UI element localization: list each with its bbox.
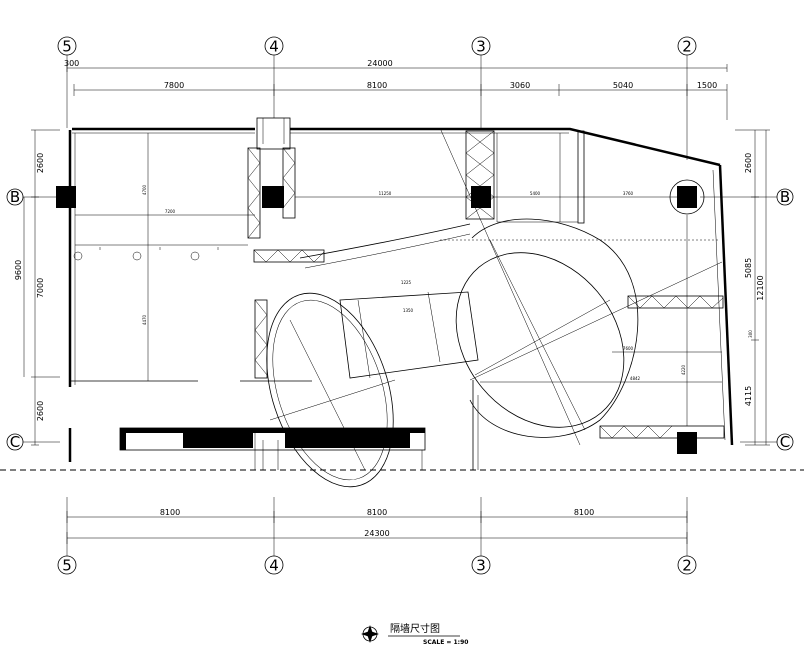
axis-bubble-left-B: B	[6, 188, 24, 206]
axis-label: 3	[476, 38, 486, 56]
dim-top-seg: 5040	[613, 81, 633, 90]
structural-columns	[56, 179, 705, 454]
oval-pedestal-right	[440, 218, 720, 438]
interior-dim: 11250	[379, 191, 392, 196]
axis-label: C	[10, 433, 20, 451]
dim-right-total: 12100	[756, 275, 765, 300]
axis-label: B	[10, 188, 20, 206]
dim-top-seg: 7800	[164, 81, 184, 90]
axis-label: B	[780, 188, 790, 206]
axis-bubble-bottom-2: 2	[677, 555, 697, 575]
left-dimension-total: 9600	[14, 197, 25, 377]
dim-top-seg: 1500	[697, 81, 717, 90]
top-dimension-segments: 7800 8100 3060 5040 1500	[73, 81, 728, 120]
axis-label: 4	[269, 38, 279, 56]
interior-dim: 7600	[623, 346, 634, 351]
axis-bubble-top-5: 5	[57, 36, 77, 56]
interior-dim: 4470	[142, 314, 147, 325]
interior-partitions	[73, 133, 722, 470]
interior-dimension-labels: 4700 7200 4470 11250 5400 3760 1350 4220…	[142, 184, 686, 381]
right-dimension-segments: 2600 5085 4115 300	[735, 129, 770, 446]
axis-bubble-right-B: B	[776, 188, 794, 206]
top-dimension-total: 300 24000	[64, 59, 728, 72]
axis-bubble-top-3: 3	[471, 36, 491, 56]
axis-bubble-bottom-4: 4	[264, 555, 284, 575]
north-compass-icon	[361, 625, 379, 643]
bottom-front-wall	[119, 427, 426, 470]
axis-label: 5	[62, 557, 72, 575]
bottom-dimension-segments: 8100 8100 8100	[66, 508, 688, 523]
axis-label: C	[780, 433, 790, 451]
left-dimension-outer: 2600 7000 2600	[31, 129, 60, 446]
axis-label: 5	[62, 38, 72, 56]
axis-label: 2	[682, 557, 692, 575]
drawing-scale: SCALE = 1:90	[423, 639, 468, 646]
interior-dim: 1350	[403, 308, 414, 313]
interior-dim: 7200	[165, 209, 176, 214]
interior-dim: 1225	[401, 280, 412, 285]
interior-dim: 3760	[623, 191, 634, 196]
dim-top-offset: 300	[64, 59, 79, 68]
axis-bubble-top-2: 2	[677, 36, 697, 56]
axis-label: 4	[269, 557, 279, 575]
interior-dim: 5400	[530, 191, 541, 196]
interior-dim: 4842	[630, 376, 641, 381]
axis-bubble-right-C: C	[776, 433, 794, 451]
dim-top-total: 24000	[367, 59, 392, 68]
dim-left-seg: 7000	[36, 278, 45, 298]
dim-bottom-seg: 8100	[367, 508, 387, 517]
interior-dim: 4220	[681, 364, 686, 375]
dim-right-seg: 4115	[744, 386, 753, 406]
oval-pedestal-left	[266, 292, 396, 488]
axis-bubble-left-C: C	[6, 433, 24, 451]
dim-right-seg: 5085	[744, 258, 753, 278]
dim-left-seg: 2600	[36, 153, 45, 173]
outer-walls	[68, 117, 734, 462]
dim-bottom-seg: 8100	[574, 508, 594, 517]
dim-right-seg: 2600	[744, 153, 753, 173]
drawing-title: 隔墙尺寸图	[390, 622, 440, 635]
bottom-dimension-total: 24300	[66, 529, 688, 544]
axis-label: 2	[682, 38, 692, 56]
axis-bubble-bottom-3: 3	[471, 555, 491, 575]
title-block: 隔墙尺寸图 SCALE = 1:90	[361, 622, 468, 646]
axis-bubble-bottom-5: 5	[57, 555, 77, 575]
dim-top-seg: 8100	[367, 81, 387, 90]
interior-dim: 4700	[142, 184, 147, 195]
dim-bottom-total: 24300	[364, 529, 389, 538]
dim-top-seg: 3060	[510, 81, 530, 90]
dim-bottom-seg: 8100	[160, 508, 180, 517]
axis-label: 3	[476, 557, 486, 575]
dim-left-total: 9600	[14, 260, 23, 280]
right-dimension-total: 12100	[756, 130, 767, 445]
dim-right-small: 300	[748, 330, 753, 338]
diagonal-guide	[439, 127, 723, 446]
axis-bubble-top-4: 4	[264, 36, 284, 56]
dim-left-seg: 2600	[36, 401, 45, 421]
